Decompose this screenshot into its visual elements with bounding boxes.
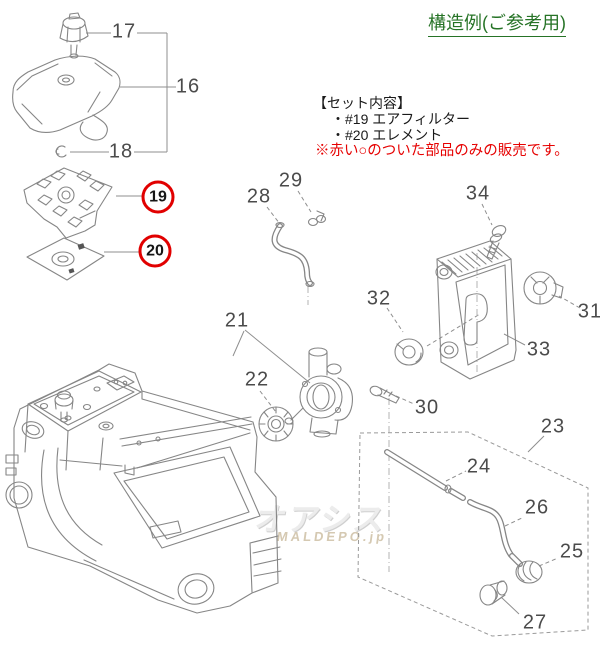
part-31-cap-drawing <box>523 271 564 305</box>
part-label-29: 29 <box>278 169 304 192</box>
part-28-hose-drawing <box>271 221 315 288</box>
part-label-28: 28 <box>246 185 272 208</box>
part-label-23: 23 <box>540 415 566 438</box>
part-label-17: 17 <box>111 20 137 43</box>
part-26-hose-drawing <box>467 499 514 558</box>
part-20-highlight-circle: 20 <box>138 234 172 268</box>
set-contents-item-20: ・#20 エレメント <box>331 127 443 143</box>
part-label-22: 22 <box>244 368 270 391</box>
part-label-31: 31 <box>577 300 600 323</box>
part-30-screw-drawing <box>369 385 400 404</box>
engine-crankcase-drawing <box>5 363 282 614</box>
part-label-30: 30 <box>414 396 440 419</box>
set-contents-block: 【セット内容】 ・#19 エアフィルター ・#20 エレメント ※赤い○のついた… <box>313 95 569 159</box>
part-label-27: 27 <box>522 611 548 634</box>
part-24-pipe-drawing <box>384 449 466 501</box>
part-label-16: 16 <box>175 75 201 98</box>
set-contents-item-19: ・#19 エアフィルター <box>331 111 470 127</box>
part-label-32: 32 <box>366 287 392 310</box>
part-20-element-drawing <box>26 237 105 281</box>
set-contents-heading: 【セット内容】 <box>313 95 411 111</box>
part-16-air-cleaner-cover-drawing <box>12 55 121 141</box>
part-label-25: 25 <box>559 540 585 563</box>
part-27-grommet-drawing <box>479 580 508 606</box>
part-label-18: 18 <box>108 140 134 163</box>
part-33-muffler-drawing <box>435 240 517 380</box>
part-label-19: 19 <box>149 188 167 205</box>
part-18-clip-drawing <box>55 145 67 158</box>
part-label-26: 26 <box>524 496 550 519</box>
part-22-bushing-drawing <box>258 406 294 442</box>
part-19-highlight-circle: 19 <box>141 180 175 214</box>
part-label-21: 21 <box>224 309 250 332</box>
part-label-20: 20 <box>146 242 164 259</box>
part-34-screw-drawing <box>486 225 507 260</box>
centerlines <box>307 253 478 572</box>
part-19-air-filter-drawing <box>23 167 113 239</box>
part-32-grommet-drawing <box>394 338 424 366</box>
page-title: 構造例(ご参考用) <box>428 9 566 37</box>
part-29-clamp-drawing <box>307 210 327 227</box>
part-17-knob-drawing <box>59 12 89 59</box>
red-sale-note: ※赤い○のついた部品のみの販売です。 <box>315 143 569 159</box>
part-label-24: 24 <box>466 455 492 478</box>
part-label-34: 34 <box>465 182 491 205</box>
fuel-line-group-box <box>357 431 589 637</box>
part-21-carburetor-drawing <box>284 347 353 438</box>
part-label-33: 33 <box>526 338 552 361</box>
part-25-fuel-filter-drawing <box>509 553 543 584</box>
